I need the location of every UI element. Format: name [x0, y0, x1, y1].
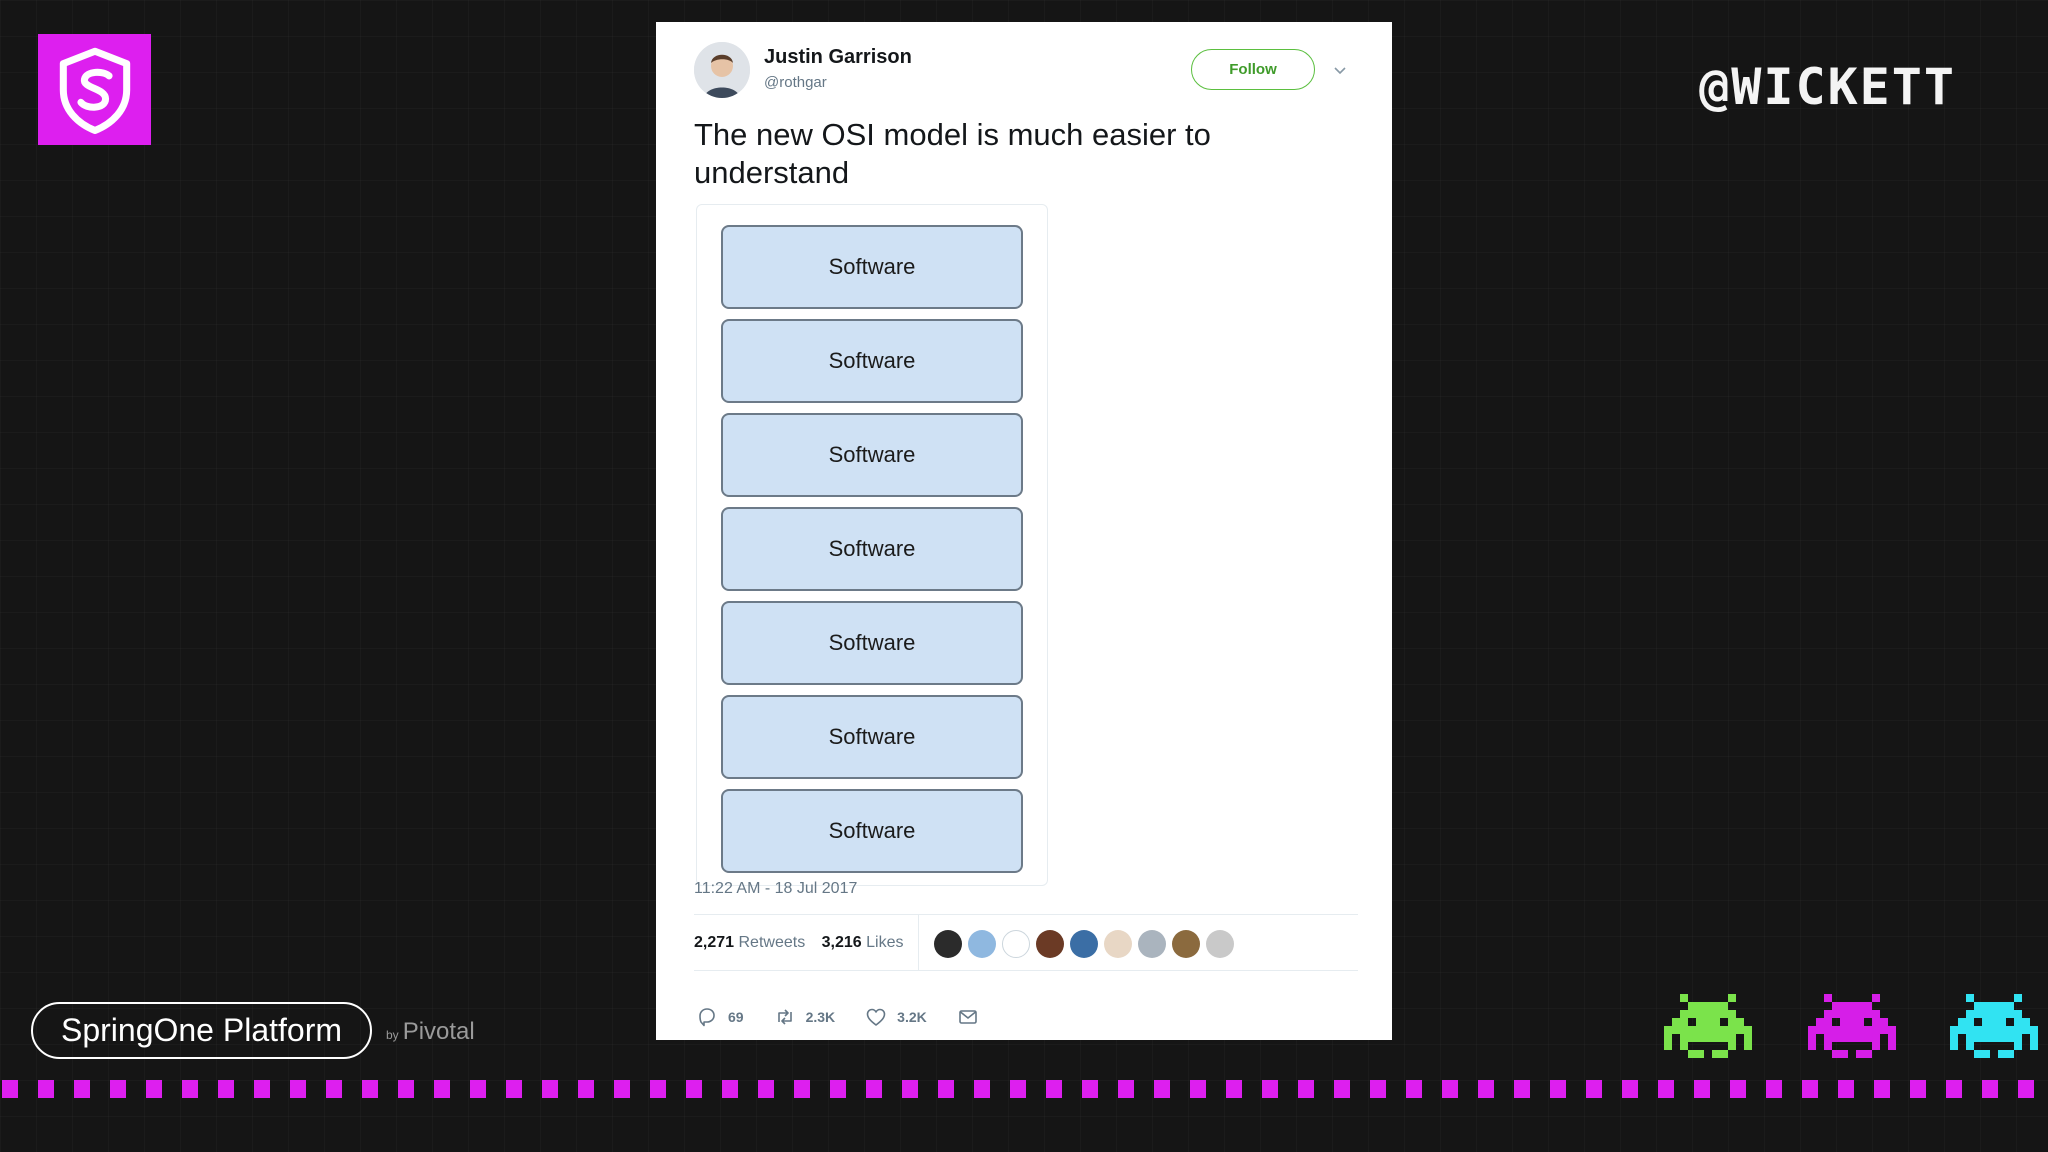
message-action[interactable] — [957, 1006, 979, 1028]
likes-count[interactable]: 3,216 — [821, 934, 862, 951]
magenta-invader-icon — [1808, 994, 1896, 1058]
divider — [694, 914, 1358, 915]
osi-layer: Software — [721, 601, 1023, 685]
osi-layer: Software — [721, 225, 1023, 309]
liker-avatar[interactable] — [1104, 930, 1132, 958]
company-name: Pivotal — [402, 1018, 475, 1045]
retweet-action[interactable]: 2.3K — [774, 1006, 836, 1028]
reply-action[interactable]: 69 — [696, 1006, 744, 1028]
like-count: 3.2K — [897, 1009, 927, 1025]
osi-layer: Software — [721, 695, 1023, 779]
stats-divider — [918, 914, 919, 970]
author-handle[interactable]: @rothgar — [764, 74, 827, 91]
dotted-border — [0, 1080, 2048, 1098]
reply-icon — [699, 1008, 715, 1027]
liker-avatar[interactable] — [1002, 930, 1030, 958]
retweet-count: 2.3K — [805, 1009, 836, 1025]
author-name[interactable]: Justin Garrison — [764, 46, 912, 68]
platform-badge: SpringOne Platform — [31, 1002, 372, 1059]
shield-s-icon — [59, 47, 130, 134]
author-avatar[interactable] — [694, 42, 750, 98]
likes-label[interactable]: Likes — [866, 934, 904, 951]
cyan-invader-icon — [1950, 994, 2038, 1058]
by-label: by — [386, 1028, 399, 1042]
divider — [694, 970, 1358, 971]
liker-avatar[interactable] — [1070, 930, 1098, 958]
brand-logo — [38, 34, 151, 145]
retweets-label[interactable]: Retweets — [738, 934, 806, 951]
heart-icon — [866, 1008, 886, 1026]
liker-avatar[interactable] — [934, 930, 962, 958]
chevron-down-icon[interactable] — [1332, 62, 1348, 78]
tweet-text: The new OSI model is much easier to unde… — [694, 117, 1211, 190]
liker-avatar[interactable] — [1172, 930, 1200, 958]
tweet-timestamp[interactable]: 11:22 AM - 18 Jul 2017 — [694, 880, 858, 897]
tweet-stats: 2,271 Retweets 3,216 Likes — [694, 934, 904, 952]
tweet-image[interactable]: Software Software Software Software Soft… — [696, 204, 1048, 886]
reply-count: 69 — [728, 1009, 744, 1025]
osi-layer: Software — [721, 413, 1023, 497]
liker-avatar[interactable] — [968, 930, 996, 958]
osi-layer: Software — [721, 507, 1023, 591]
osi-layer: Software — [721, 789, 1023, 873]
envelope-icon — [958, 1010, 977, 1024]
speaker-handle: @WICKETT — [1699, 58, 1956, 116]
liker-avatar[interactable] — [1036, 930, 1064, 958]
like-action[interactable]: 3.2K — [865, 1006, 927, 1028]
osi-layer: Software — [721, 319, 1023, 403]
liker-avatar[interactable] — [1206, 930, 1234, 958]
retweets-count[interactable]: 2,271 — [694, 934, 735, 951]
liker-avatars — [934, 930, 1240, 958]
liker-avatar[interactable] — [1138, 930, 1166, 958]
tweet-actions: 69 2.3K 3.2K — [696, 1006, 1009, 1028]
retweet-icon — [777, 1009, 792, 1025]
green-invader-icon — [1664, 994, 1752, 1058]
tweet-card: Justin Garrison @rothgar Follow The new … — [656, 22, 1392, 1040]
follow-button[interactable]: Follow — [1191, 49, 1315, 90]
